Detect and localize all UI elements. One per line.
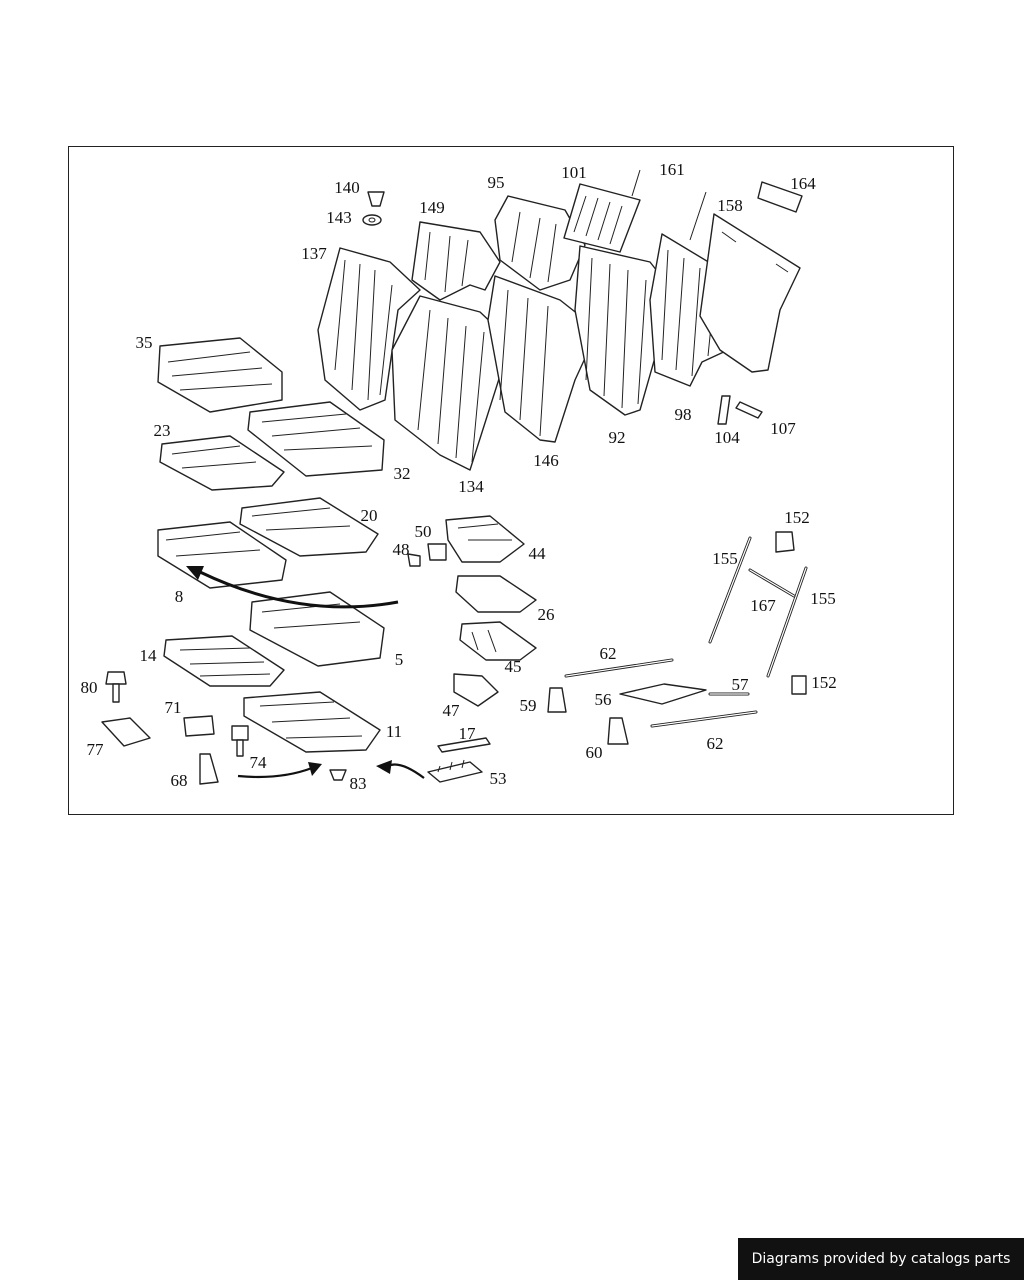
- callout-17: 17: [459, 724, 477, 743]
- rod-167: [748, 568, 796, 598]
- cushion-cover-35: [157, 337, 283, 413]
- clip-59: [547, 687, 567, 713]
- clip-71: [183, 715, 215, 737]
- backrest-cover-left: [317, 247, 421, 411]
- backrest-foam-left: [411, 221, 501, 301]
- callout-158: 158: [717, 196, 743, 215]
- callout-53: 53: [490, 769, 507, 788]
- callout-74: 74: [250, 753, 268, 772]
- latch-68: [199, 753, 219, 785]
- callout-57: 57: [732, 675, 750, 694]
- callout-50: 50: [415, 522, 432, 541]
- trim-17: [437, 737, 491, 753]
- callout-83: 83: [350, 774, 367, 793]
- callout-35: 35: [136, 333, 153, 352]
- bracket-104: [717, 395, 731, 425]
- plug-140: [367, 191, 385, 207]
- callout-104: 104: [714, 428, 740, 447]
- armrest-bracket-26: [455, 575, 537, 613]
- bracket-77: [101, 717, 151, 747]
- arrow-68: [237, 762, 322, 779]
- callout-48: 48: [393, 540, 410, 559]
- callout-80: 80: [81, 678, 98, 697]
- cushion-pad-20: [239, 497, 379, 557]
- callout-155: 155: [712, 549, 738, 568]
- backrest-foam-middle: [494, 195, 586, 291]
- backrest-panel: [699, 213, 801, 373]
- armrest-44: [445, 515, 525, 563]
- callout-32: 32: [394, 464, 411, 483]
- callout-44: 44: [529, 544, 547, 563]
- callout-92: 92: [609, 428, 626, 447]
- callout-5: 5: [395, 650, 404, 669]
- callout-68: 68: [171, 771, 188, 790]
- footer-text: Diagrams provided by catalogs parts: [751, 1251, 1011, 1267]
- cushion-pad-23: [159, 435, 285, 491]
- cap-50: [427, 543, 447, 561]
- holder-45: [459, 621, 537, 661]
- arrow-53: [376, 760, 425, 779]
- trim-strip-164: [757, 181, 803, 213]
- bolt-80: [105, 671, 127, 703]
- callout-152-second: 152: [811, 673, 837, 692]
- bracket-53: [427, 759, 483, 783]
- callout-56: 56: [595, 690, 612, 709]
- callout-155-second: 155: [810, 589, 836, 608]
- callout-45: 45: [505, 657, 522, 676]
- cushion-foam-5: [249, 591, 385, 667]
- bolt-74: [231, 725, 249, 757]
- backrest-frame: [563, 183, 641, 253]
- clip-48: [407, 553, 421, 567]
- backrest-cover-centre: [487, 275, 599, 443]
- callout-14: 14: [140, 646, 158, 665]
- washer-143: [362, 214, 382, 226]
- callout-59: 59: [520, 696, 537, 715]
- callout-152: 152: [784, 508, 810, 527]
- cushion-cover-32: [247, 401, 385, 477]
- pad-56: [619, 683, 707, 705]
- callout-164: 164: [790, 174, 816, 193]
- callout-62: 62: [600, 644, 617, 663]
- clip-60: [607, 717, 629, 745]
- rod-62-bottom: [650, 710, 758, 728]
- callout-95: 95: [488, 173, 505, 192]
- callout-71: 71: [165, 698, 182, 717]
- callout-143: 143: [326, 208, 352, 227]
- cushion-foam-8: [157, 521, 287, 589]
- callout-11: 11: [386, 722, 402, 741]
- callout-146: 146: [533, 451, 559, 470]
- callout-98: 98: [675, 405, 692, 424]
- callout-149: 149: [419, 198, 445, 217]
- callout-62-second: 62: [707, 734, 724, 753]
- clip-152-bottom: [791, 675, 807, 695]
- bolt-107: [735, 401, 763, 419]
- callout-134: 134: [458, 477, 484, 496]
- callout-137: 137: [301, 244, 327, 263]
- callout-77: 77: [87, 740, 105, 759]
- callout-167: 167: [750, 596, 776, 615]
- arrow-8: [186, 566, 399, 609]
- seat-frame-11: [243, 691, 381, 753]
- rod-62-top: [564, 658, 674, 678]
- callout-20: 20: [361, 506, 378, 525]
- rod-155-right: [766, 566, 808, 678]
- rod-155-left: [708, 536, 752, 644]
- callout-47: 47: [443, 701, 461, 720]
- clip-152-top: [775, 531, 795, 553]
- callout-8: 8: [175, 587, 184, 606]
- callout-23: 23: [154, 421, 171, 440]
- callout-60: 60: [586, 743, 603, 762]
- callout-161: 161: [659, 160, 685, 179]
- callout-labels: 140 143 149 95 101 161 164 158 137 35 23 32 134 146 92…: [81, 160, 837, 793]
- seat-frame-14: [163, 635, 285, 687]
- footer-attribution: Diagrams provided by catalogs parts: [738, 1238, 1024, 1280]
- callout-140: 140: [334, 178, 360, 197]
- backrest-wire-161: [631, 169, 707, 241]
- clip-83: [329, 769, 347, 781]
- callout-26: 26: [538, 605, 555, 624]
- callout-107: 107: [770, 419, 796, 438]
- cover-47: [453, 673, 499, 707]
- callout-101: 101: [561, 163, 587, 182]
